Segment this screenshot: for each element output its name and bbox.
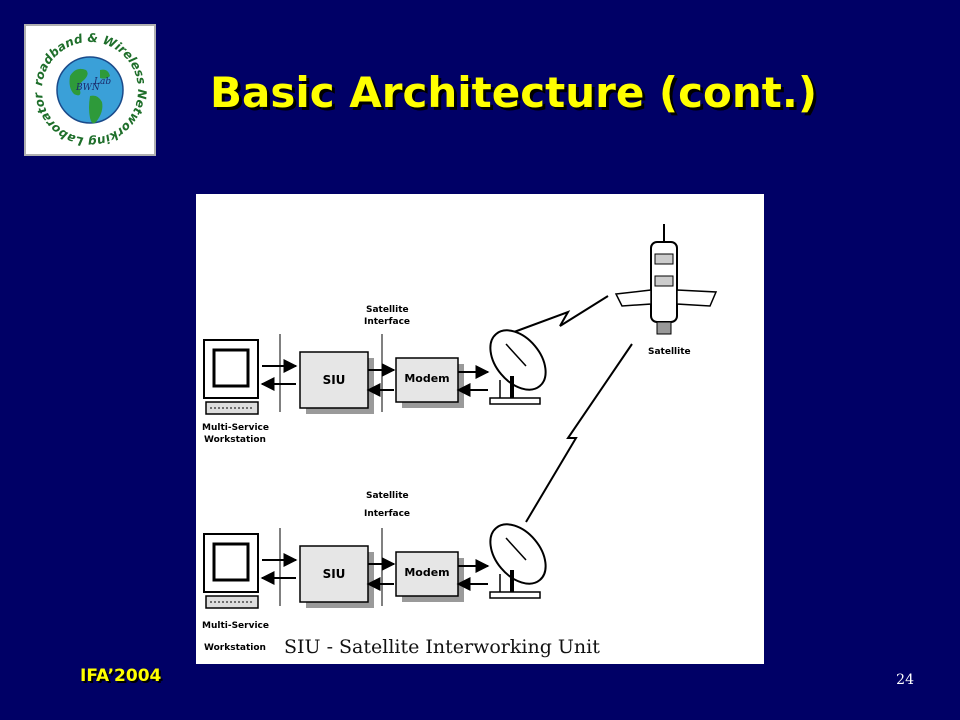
dish-antenna-icon xyxy=(489,523,547,599)
diagram-caption: SIU - Satellite Interworking Unit xyxy=(284,636,600,658)
satellite-label: Satellite xyxy=(648,347,691,357)
workstation-icon xyxy=(203,339,259,415)
slide-title: Basic Architecture (cont.) xyxy=(210,68,818,117)
slide-number: 24 xyxy=(896,672,914,688)
modem-box xyxy=(395,551,459,597)
uplink-lightning-icon xyxy=(513,295,609,333)
workstation-icon xyxy=(203,533,259,609)
logo-bwn-text: BWN xyxy=(75,83,101,93)
workstation-label: Multi-Service Workstation xyxy=(202,621,272,653)
ground-station-2: Multi-Service Workstation SIU Satellite … xyxy=(202,491,547,653)
globe-logo-icon: Broadband & Wireless Networking Laborato… xyxy=(26,26,149,149)
siu-label: SIU xyxy=(323,567,346,581)
modem-label: Modem xyxy=(404,566,449,579)
satellite-icon xyxy=(614,224,718,335)
modem-label: Modem xyxy=(404,372,449,385)
workstation-label: Multi-Service Workstation xyxy=(202,423,272,445)
logo-lab-text: Lab xyxy=(93,77,111,87)
footer-conference: IFA’2004 xyxy=(80,666,162,686)
satellite-interface-label: Satellite Interface xyxy=(364,491,412,519)
siu-box xyxy=(299,351,369,409)
satellite-interface-label: Satellite Interface xyxy=(364,305,412,327)
lab-logo: Broadband & Wireless Networking Laborato… xyxy=(24,24,156,156)
siu-label: SIU xyxy=(323,373,346,387)
modem-box xyxy=(395,357,459,403)
downlink-lightning-icon xyxy=(525,343,633,523)
siu-box xyxy=(299,545,369,603)
architecture-diagram: Satellite Multi-Service Workstation xyxy=(196,194,764,664)
ground-station-1: Multi-Service Workstation SIU Satellite … xyxy=(202,305,547,445)
dish-antenna-icon xyxy=(489,329,547,405)
